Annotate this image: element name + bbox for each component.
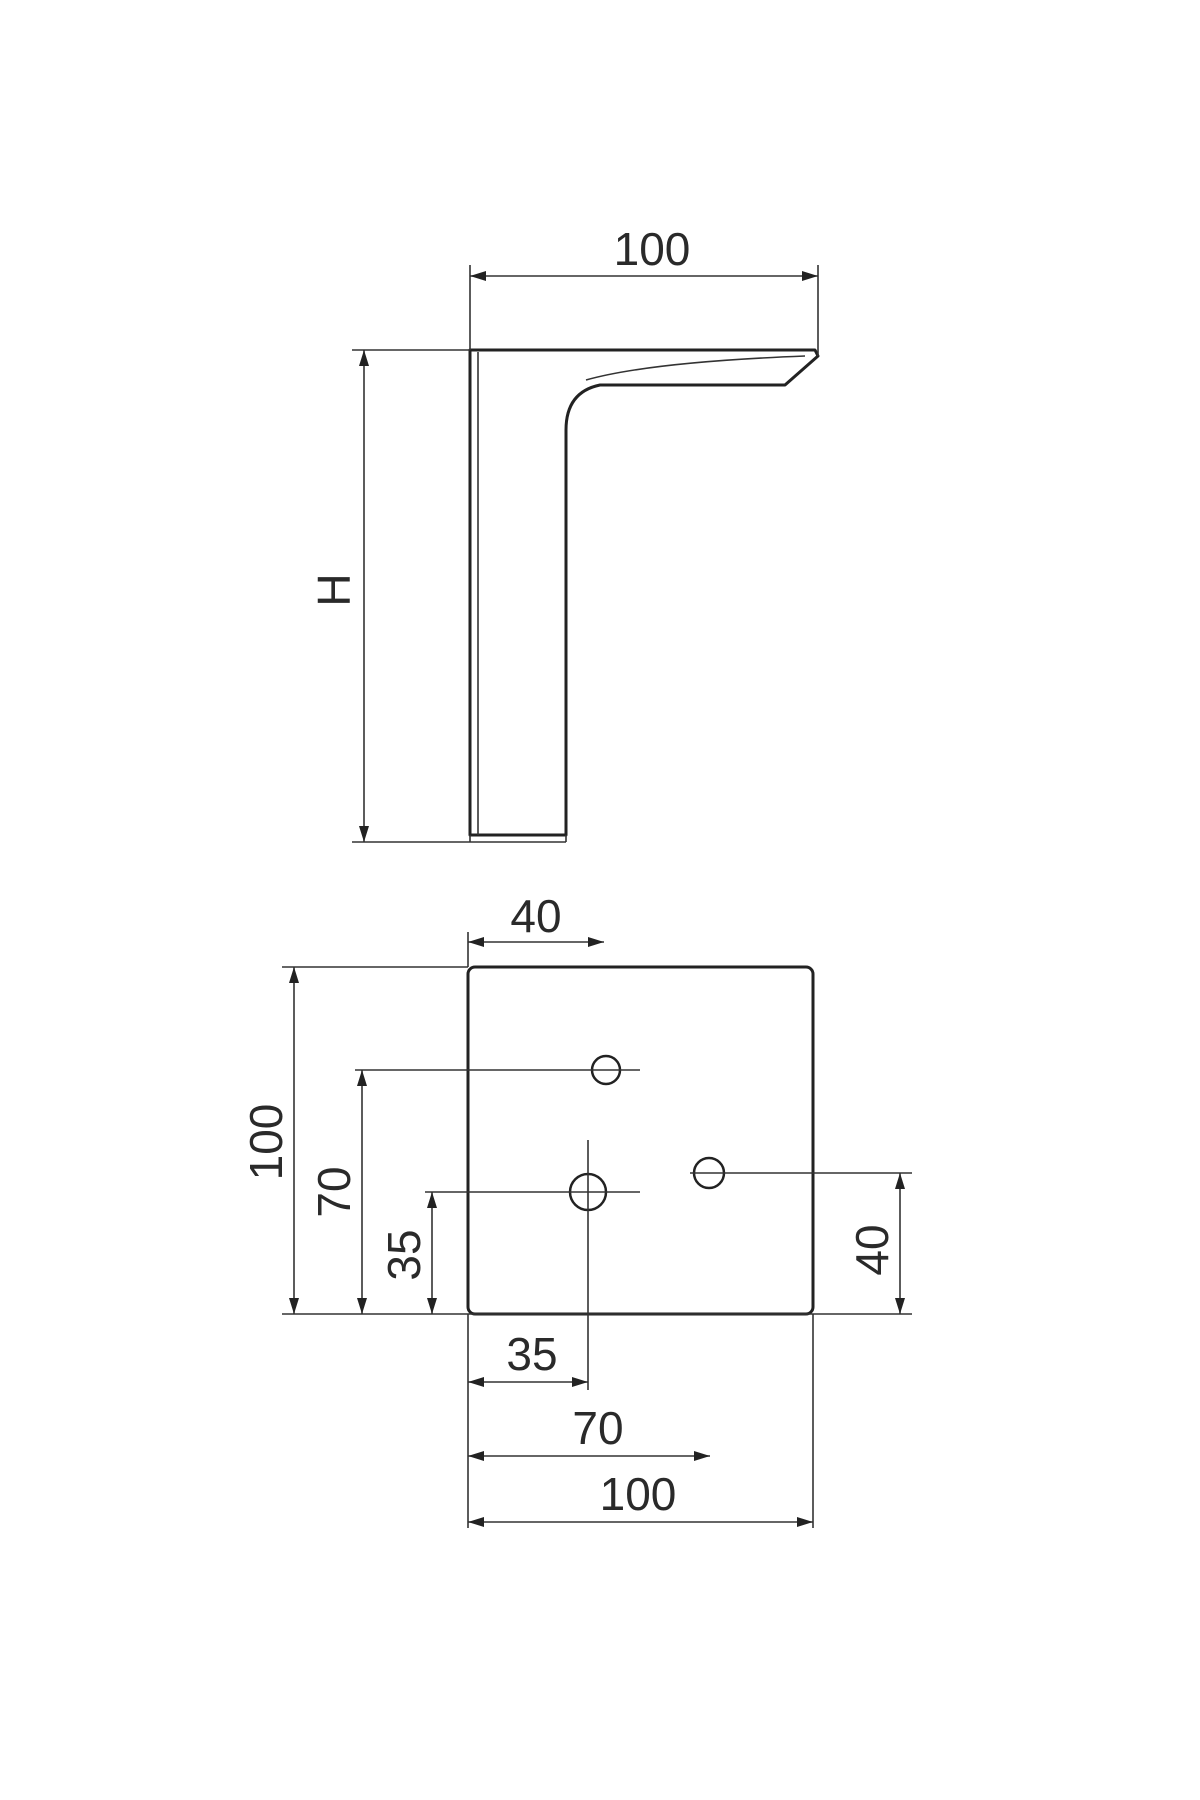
dim40-right-arrow-top (895, 1173, 905, 1189)
dim40-right-arrow-bottom (895, 1298, 905, 1314)
leg-top-bevel (585, 355, 806, 381)
dim-left-100-label: 100 (240, 1104, 292, 1181)
dim70-bottom-arrow-right (694, 1451, 710, 1461)
leg-profile (468, 348, 820, 837)
top-view: 40 100 70 35 40 35 (240, 890, 912, 1528)
width-arrow-right (802, 271, 818, 281)
dim40-top-arrow-right (588, 937, 604, 947)
dim35-bottom-arrow-right (572, 1377, 588, 1387)
dim-left-70-label: 70 (308, 1166, 360, 1217)
dim-bottom-35-label: 35 (506, 1328, 557, 1380)
dim100-left-arrow-bottom (289, 1298, 299, 1314)
width-arrow-left (470, 271, 486, 281)
dim-bottom-100-label: 100 (600, 1468, 677, 1520)
mounting-plate (466, 965, 815, 1316)
width-label: 100 (614, 223, 691, 275)
dim70-bottom-arrow-left (468, 1451, 484, 1461)
dim-right-40-label: 40 (846, 1224, 898, 1275)
side-view: 100 H (308, 223, 820, 843)
height-arrow-bottom (359, 826, 369, 842)
dim35-bottom-arrow-left (468, 1377, 484, 1387)
dim100-bottom-arrow-right (797, 1517, 813, 1527)
dim40-top-arrow-left (468, 937, 484, 947)
dim-bottom-70-label: 70 (572, 1402, 623, 1454)
dim35-left-arrow-bottom (427, 1298, 437, 1314)
dim70-left-arrow-top (357, 1070, 367, 1086)
dim35-left-arrow-top (427, 1192, 437, 1208)
height-arrow-top (359, 350, 369, 366)
dim-left-35-label: 35 (378, 1229, 430, 1280)
dim100-left-arrow-top (289, 967, 299, 983)
height-label: H (308, 573, 360, 606)
dim-top-40-label: 40 (510, 890, 561, 942)
dim100-bottom-arrow-left (468, 1517, 484, 1527)
dim70-left-arrow-bottom (357, 1298, 367, 1314)
